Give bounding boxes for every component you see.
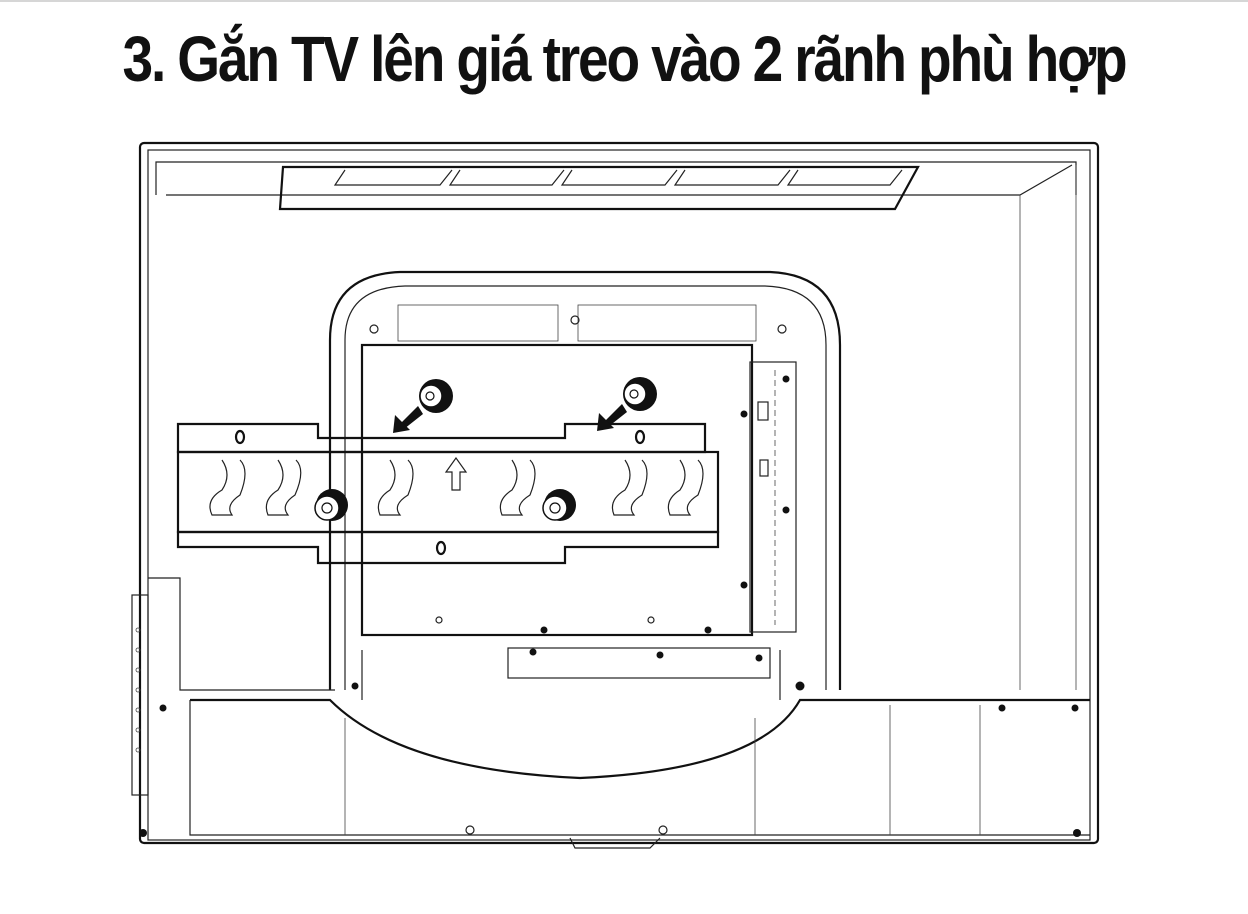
arrow-left-icon (393, 406, 423, 433)
top-vent-strip (278, 165, 920, 211)
mounting-plate (360, 343, 797, 637)
central-housing (328, 270, 842, 690)
vent-grill-left (397, 304, 559, 342)
tv-mount-bolt-left (419, 379, 453, 413)
arrow-right-icon (597, 404, 627, 431)
tv-back-panel (138, 141, 1100, 845)
vent-grill-right (577, 304, 757, 342)
bracket-bolt-left (314, 489, 348, 521)
bracket-bolt-right (542, 489, 576, 521)
side-button-panel (131, 577, 335, 796)
wall-bracket (176, 422, 720, 565)
up-arrow-icon (444, 456, 468, 491)
screws (139, 315, 1081, 837)
page-title: 3. Gắn TV lên giá treo vào 2 rãnh phù hợ… (122, 23, 1127, 95)
lower-housing (189, 647, 1090, 849)
top-divider (0, 0, 1248, 2)
tv-mount-bolt-right (623, 377, 657, 411)
